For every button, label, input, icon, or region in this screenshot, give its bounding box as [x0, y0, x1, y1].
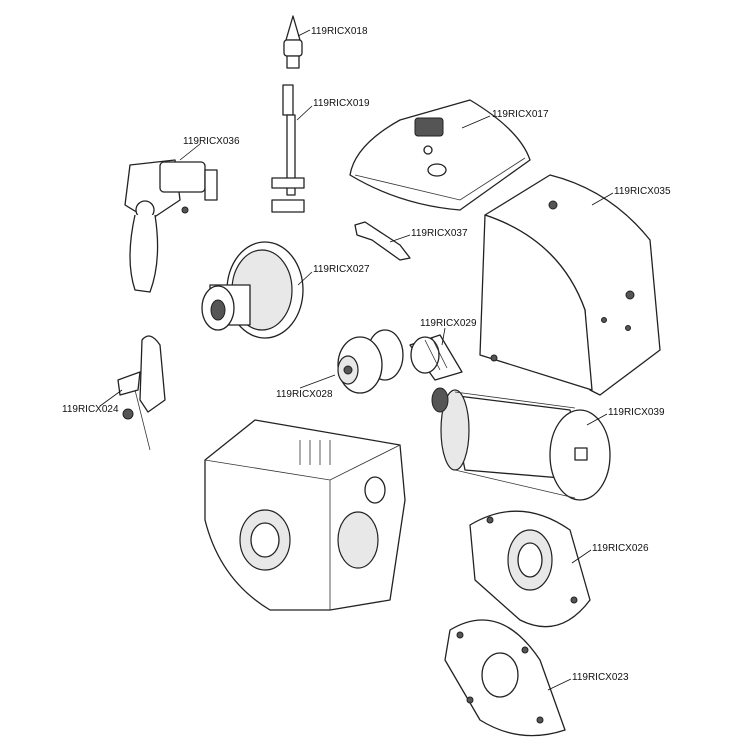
- part-label: 119RICX027: [313, 264, 370, 275]
- part-119RICX036[interactable]: [124, 159, 218, 293]
- part-119RICX037[interactable]: [354, 221, 411, 261]
- callout-119RICX036: 119RICX036: [179, 136, 240, 161]
- part-119RICX019[interactable]: [271, 84, 305, 213]
- callout-119RICX023: 119RICX023: [547, 672, 629, 691]
- part-label: 119RICX029: [420, 318, 477, 329]
- part-label: 119RICX036: [183, 136, 240, 147]
- callout-119RICX029: 119RICX029: [420, 318, 477, 346]
- part-119RICX023[interactable]: [444, 619, 566, 737]
- part-label: 119RICX026: [592, 543, 649, 554]
- callout-119RICX019: 119RICX019: [296, 98, 370, 121]
- part-119RICX027[interactable]: [201, 241, 304, 339]
- part-119RICX035[interactable]: [479, 174, 661, 396]
- callout-119RICX028: 119RICX028: [276, 374, 336, 400]
- part-119RICX024[interactable]: [117, 335, 166, 451]
- callout-119RICX039: 119RICX039: [586, 407, 665, 426]
- part-119RICX018[interactable]: [283, 15, 303, 69]
- part-label: 119RICX023: [572, 672, 629, 683]
- part-119RICX039[interactable]: [431, 387, 611, 501]
- part-label: 119RICX017: [492, 109, 549, 120]
- part-label: 119RICX037: [411, 228, 468, 239]
- part-label: 119RICX019: [313, 98, 370, 109]
- callout-119RICX024: 119RICX024: [62, 389, 123, 415]
- part-119RICX028[interactable]: [337, 329, 404, 394]
- part-label: 119RICX035: [614, 186, 671, 197]
- gearbox-housing: [204, 419, 406, 611]
- part-119RICX029[interactable]: [409, 334, 463, 381]
- part-label: 119RICX024: [62, 404, 119, 415]
- part-label: 119RICX018: [311, 26, 368, 37]
- part-119RICX026[interactable]: [469, 510, 591, 628]
- part-label: 119RICX028: [276, 389, 333, 400]
- callout-119RICX027: 119RICX027: [297, 264, 370, 286]
- callout-119RICX018: 119RICX018: [297, 26, 368, 37]
- callout-119RICX035: 119RICX035: [591, 186, 671, 206]
- callout-119RICX026: 119RICX026: [571, 543, 649, 564]
- part-label: 119RICX039: [608, 407, 665, 418]
- part-119RICX017[interactable]: [349, 99, 531, 211]
- callout-119RICX037: 119RICX037: [389, 228, 468, 243]
- callout-119RICX017: 119RICX017: [461, 109, 549, 129]
